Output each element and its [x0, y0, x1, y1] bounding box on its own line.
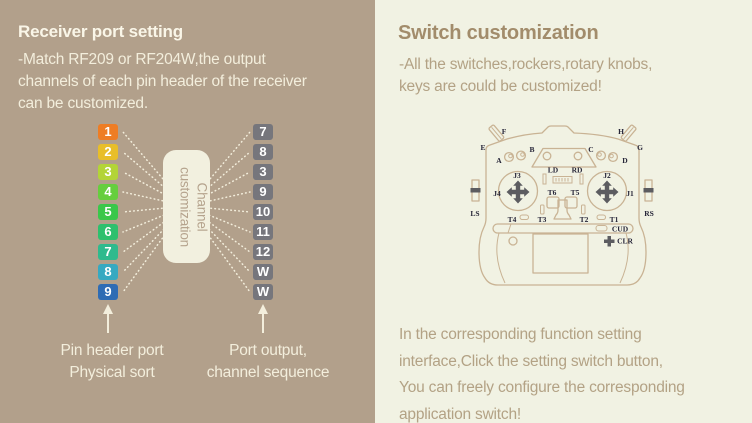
- bottom-strip: [492, 223, 634, 234]
- output-channel-box: 11: [253, 224, 273, 240]
- pin-channel-box: 3: [98, 164, 118, 180]
- channel-customization-pill: Channel customization: [163, 150, 210, 263]
- label-j1: J1: [626, 189, 634, 198]
- label-cud: CUD: [612, 225, 629, 234]
- label-ld: LD: [548, 166, 559, 175]
- pin-channel-box: 6: [98, 224, 118, 240]
- left-panel-description: -Match RF209 or RF204W,the output channe…: [18, 49, 307, 115]
- right-grip-curve: [619, 232, 629, 284]
- footer-line: You can freely configure the correspondi…: [399, 379, 685, 396]
- right-panel-description: -All the switches,rockers,rotary knobs, …: [399, 54, 652, 98]
- label-e: E: [480, 143, 485, 152]
- port-output-caption: Port output, channel sequence: [206, 342, 330, 381]
- up-arrow-icon: [103, 304, 113, 333]
- cud-switch: [595, 225, 608, 232]
- label-d: D: [622, 156, 628, 165]
- footer-line: In the corresponding function setting: [399, 326, 642, 343]
- label-c: C: [588, 145, 593, 154]
- left-gimbal-cross-icon: [506, 180, 530, 204]
- description-line: -Match RF209 or RF204W,the output: [18, 51, 266, 68]
- label-rs: RS: [644, 209, 654, 218]
- output-channel-box: 3: [253, 164, 273, 180]
- t1-switch: [596, 214, 606, 220]
- label-t6: T6: [548, 188, 557, 197]
- footer-line: application switch!: [399, 405, 521, 423]
- footer-line: interface,Click the setting switch butto…: [399, 352, 663, 370]
- rotary-knobs-right: [595, 150, 619, 163]
- description-line: keys are could be customized!: [399, 78, 602, 95]
- label-f: F: [502, 127, 507, 136]
- rotary-knobs-left: [503, 150, 527, 163]
- output-channel-box: W: [253, 264, 273, 280]
- ld-dial: [542, 151, 552, 161]
- output-channel-box: 7: [253, 124, 273, 140]
- left-slider: [470, 179, 481, 202]
- right-gimbal-cross-icon: [595, 180, 619, 204]
- label-ls: LS: [470, 209, 479, 218]
- top-trapezoid: [531, 147, 597, 168]
- controller-diagram: E F H G A B C D LD RD J3 J4 J2 J1 T6 T5 …: [470, 124, 654, 286]
- label-t3: T3: [538, 215, 547, 224]
- right-slider: [643, 179, 654, 202]
- label-t5: T5: [571, 188, 580, 197]
- t2-switch: [581, 204, 586, 215]
- right-panel-footer: In the corresponding function setting in…: [399, 322, 685, 423]
- label-t1: T1: [610, 215, 619, 224]
- label-j3: J3: [513, 171, 521, 180]
- switch-customization-panel: Switch customization -All the switches,r…: [375, 0, 752, 423]
- description-line: -All the switches,rockers,rotary knobs,: [399, 56, 653, 73]
- pin-channel-box: 9: [98, 284, 118, 300]
- center-stem: [553, 199, 572, 220]
- center-button-right: [564, 196, 578, 209]
- label-h: H: [618, 127, 624, 136]
- right-gimbal: [586, 170, 628, 212]
- pin-channel-box: 5: [98, 204, 118, 220]
- pin-header-caption: Pin header port Physical sort: [60, 342, 164, 381]
- pin-channel-box: 7: [98, 244, 118, 260]
- receiver-port-panel: Receiver port setting -Match RF209 or RF…: [0, 0, 375, 423]
- left-bracket: [542, 173, 547, 185]
- label-j4: J4: [493, 189, 501, 198]
- strip-notch: [507, 223, 512, 234]
- t3-switch: [540, 204, 545, 215]
- label-a: A: [496, 156, 502, 165]
- output-channel-box: 8: [253, 144, 273, 160]
- output-channel-box: 12: [253, 244, 273, 260]
- description-line: channels of each pin header of the recei…: [18, 73, 307, 90]
- center-grille: [552, 176, 573, 184]
- output-channel-box: 10: [253, 204, 273, 220]
- up-arrow-icon: [258, 304, 268, 333]
- t4-switch: [519, 214, 529, 220]
- label-clr: CLR: [617, 237, 633, 246]
- right-panel-title: Switch customization: [398, 22, 599, 44]
- channel-customization-label: Channel customization: [177, 166, 209, 247]
- output-channel-box: W: [253, 284, 273, 300]
- pin-channel-box: 8: [98, 264, 118, 280]
- pin-channel-box: 2: [98, 144, 118, 160]
- screen: [532, 233, 589, 274]
- pin-channel-box: 1: [98, 124, 118, 140]
- left-grip-curve: [496, 232, 506, 284]
- label-rd: RD: [572, 166, 583, 175]
- right-toggle-lever: [620, 124, 637, 142]
- right-bracket: [579, 173, 584, 185]
- output-channel-box: 9: [253, 184, 273, 200]
- power-button: [508, 236, 518, 246]
- label-t2: T2: [580, 215, 589, 224]
- center-button-left: [546, 196, 560, 209]
- pin-channel-box: 4: [98, 184, 118, 200]
- left-toggle-lever: [488, 124, 505, 142]
- clr-plus-icon: [604, 236, 615, 247]
- label-j2: J2: [603, 171, 611, 180]
- label-g: G: [637, 143, 643, 152]
- controller-body-outline: [478, 125, 647, 286]
- left-panel-title: Receiver port setting: [18, 22, 183, 41]
- rd-dial: [573, 151, 583, 161]
- left-gimbal: [497, 170, 539, 212]
- description-line: can be customized.: [18, 95, 148, 112]
- label-t4: T4: [508, 215, 517, 224]
- label-b: B: [529, 145, 534, 154]
